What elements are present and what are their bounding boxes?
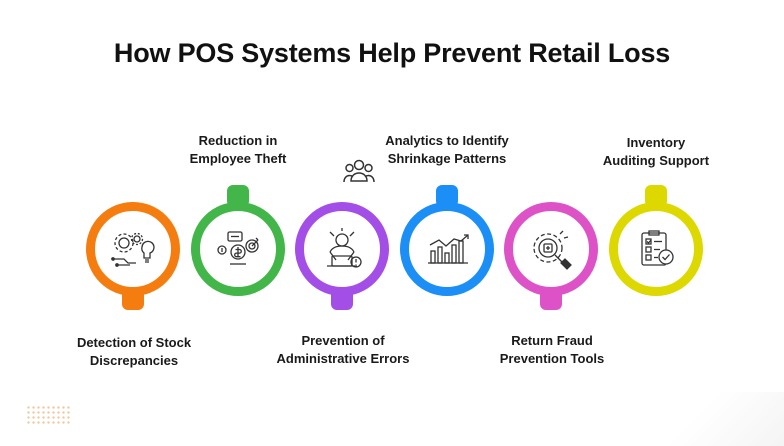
step-3-ring bbox=[295, 202, 389, 296]
step-5-label: Return Fraud Prevention Tools bbox=[499, 333, 605, 366]
step-1-ring bbox=[86, 202, 180, 296]
checklist-icon bbox=[638, 229, 676, 269]
decorative-corner-shade bbox=[640, 392, 784, 446]
step-6-label: Inventory Auditing Support bbox=[602, 135, 710, 168]
step-6-connector bbox=[645, 185, 667, 207]
step-3-label: Prevention of Administrative Errors bbox=[276, 333, 410, 366]
page-title: How POS Systems Help Prevent Retail Loss bbox=[113, 38, 671, 68]
magnifier-target-icon bbox=[530, 228, 574, 270]
step-2-label: Reduction in Employee Theft bbox=[189, 133, 287, 166]
analytics-chart-icon bbox=[425, 233, 471, 267]
money-target-icon bbox=[216, 230, 260, 268]
step-2-connector bbox=[227, 185, 249, 207]
stressed-worker-icon bbox=[321, 228, 365, 270]
step-4-connector bbox=[436, 185, 458, 207]
step-4-ring bbox=[400, 202, 494, 296]
decorative-dot-grid bbox=[26, 405, 72, 425]
step-2-ring bbox=[191, 202, 285, 296]
step-5-ring bbox=[504, 202, 598, 296]
people-group-icon bbox=[343, 157, 375, 187]
step-1-label: Detection of Stock Discrepancies bbox=[76, 335, 192, 368]
step-4-label: Analytics to Identify Shrinkage Patterns bbox=[385, 133, 509, 166]
gears-lightbulb-icon bbox=[110, 229, 156, 269]
